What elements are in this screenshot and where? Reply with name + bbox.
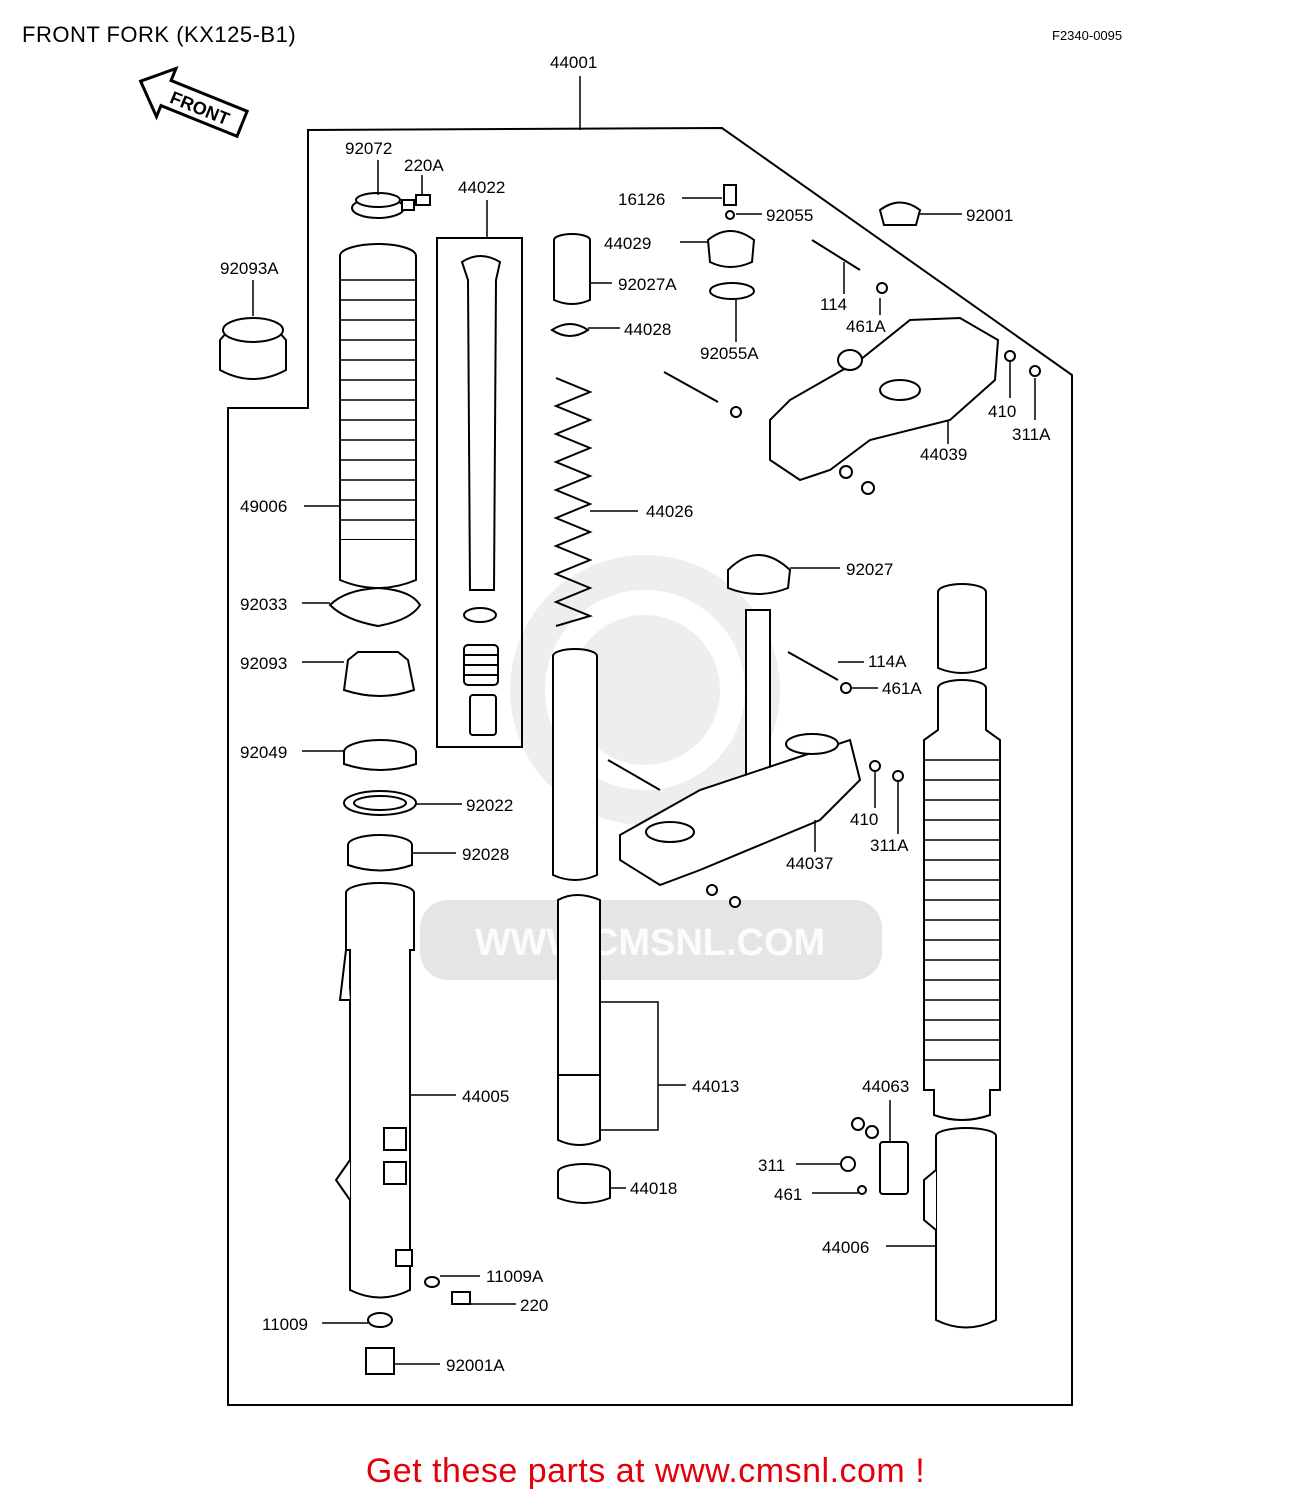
lower-clamp-parts [607,554,904,908]
part-label-11009A[interactable]: 11009A [486,1267,544,1286]
exploded-parts-diagram: WWW.CMSNL.COM FRONT [138,53,1073,1406]
leader-lines [252,76,1036,1365]
part-label-92093A[interactable]: 92093A [220,259,279,278]
part-label-461A-top[interactable]: 461A [846,317,886,336]
part-label-44026[interactable]: 44026 [646,502,693,521]
part-label-44001[interactable]: 44001 [550,53,597,72]
right-boot-ribs [924,759,1000,1061]
part-label-92055A[interactable]: 92055A [700,344,759,363]
part-label-114[interactable]: 114 [820,295,847,314]
top-cap-parts [663,184,1041,495]
part-label-44005[interactable]: 44005 [462,1087,509,1106]
part-label-92027[interactable]: 92027 [846,560,893,579]
part-label-44018[interactable]: 44018 [630,1179,677,1198]
part-label-92027A[interactable]: 92027A [618,275,677,294]
part-label-44039[interactable]: 44039 [920,445,967,464]
boot-ribs [340,279,416,521]
part-label-44022[interactable]: 44022 [458,178,505,197]
part-label-92093[interactable]: 92093 [240,654,287,673]
front-direction-arrow: FRONT [138,65,250,139]
watermark-url: WWW.CMSNL.COM [475,922,825,964]
part-label-16126[interactable]: 16126 [618,190,665,209]
damper-rod-parts [460,255,502,736]
damper-kit-box [436,237,523,748]
part-label-44028[interactable]: 44028 [624,320,671,339]
part-label-92072[interactable]: 92072 [345,139,392,158]
part-label-11009[interactable]: 11009 [262,1315,308,1334]
part-label-92033[interactable]: 92033 [240,595,287,614]
footer-cta-link[interactable]: Get these parts at www.cmsnl.com ! [365,1452,926,1490]
part-label-92001A[interactable]: 92001A [446,1356,505,1375]
part-label-44013[interactable]: 44013 [692,1077,739,1096]
part-label-461[interactable]: 461 [774,1185,802,1204]
part-labels: 44001 92072 220A 44022 16126 92055 92001… [220,53,1051,1375]
part-label-44029[interactable]: 44029 [604,234,651,253]
part-label-92055[interactable]: 92055 [766,206,813,225]
part-label-410-top[interactable]: 410 [988,402,1016,421]
part-label-311[interactable]: 311 [758,1156,785,1175]
part-label-220A[interactable]: 220A [404,156,444,175]
part-label-311A-top[interactable]: 311A [1012,425,1051,444]
diagram-code: F2340-0095 [1052,28,1123,43]
part-label-92022[interactable]: 92022 [466,796,513,815]
part-label-49006[interactable]: 49006 [240,497,287,516]
part-label-461A-mid[interactable]: 461A [882,679,922,698]
assembly-frame [227,126,1073,1406]
left-fork-parts [219,192,471,1375]
center-parts [550,233,611,1204]
part-label-92001[interactable]: 92001 [966,206,1013,225]
part-label-410-mid[interactable]: 410 [850,810,878,829]
right-fork-parts [840,583,1001,1329]
part-label-114A[interactable]: 114A [868,652,907,671]
part-label-311A-mid[interactable]: 311A [870,836,909,855]
part-label-44063[interactable]: 44063 [862,1077,909,1096]
part-label-44006[interactable]: 44006 [822,1238,869,1257]
part-label-220[interactable]: 220 [520,1296,548,1315]
part-label-44037[interactable]: 44037 [786,854,833,873]
page-title: FRONT FORK (KX125-B1) [22,22,297,47]
part-label-92049[interactable]: 92049 [240,743,287,762]
part-label-92028[interactable]: 92028 [462,845,509,864]
